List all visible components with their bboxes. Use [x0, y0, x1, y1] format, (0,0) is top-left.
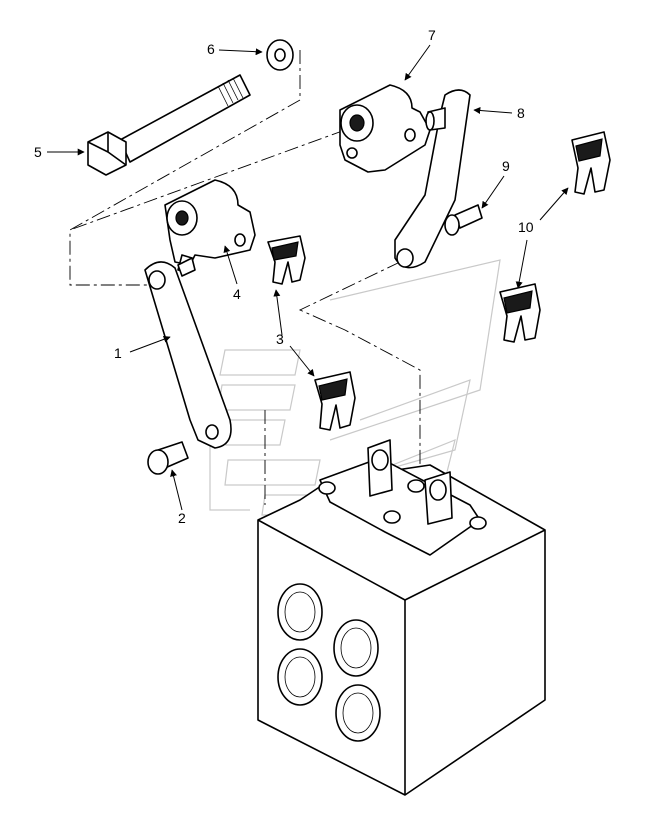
bracket-part-4: [164, 179, 256, 273]
callout-8: 8: [517, 105, 525, 121]
bolt-part-5: [87, 74, 251, 176]
callout-4: 4: [233, 286, 241, 302]
clip-part-3-lower: [314, 371, 356, 431]
callout-6: 6: [207, 41, 215, 57]
valve-body: [257, 439, 546, 796]
pin-part-2: [147, 441, 189, 475]
leader-lines: [47, 44, 569, 511]
valve-ports: [277, 583, 381, 742]
link-part-8: [394, 89, 471, 269]
clip-part-10-upper: [571, 131, 611, 195]
bracket-part-7: [339, 84, 431, 173]
callout-labels: 1 2 3 4 5 6 7 8 9 10: [34, 27, 534, 526]
mounting-plate: [318, 439, 487, 556]
clip-part-3-upper: [267, 235, 306, 285]
callout-1: 1: [114, 345, 122, 361]
callout-2: 2: [178, 510, 186, 526]
callout-7: 7: [428, 27, 436, 43]
callout-9: 9: [502, 158, 510, 174]
pin-part-9: [444, 204, 483, 236]
washer-part-6: [266, 39, 294, 71]
clip-part-10-lower: [499, 283, 541, 343]
callout-5: 5: [34, 144, 42, 160]
callout-10: 10: [518, 219, 534, 235]
callout-3: 3: [276, 331, 284, 347]
link-part-1: [144, 257, 232, 449]
